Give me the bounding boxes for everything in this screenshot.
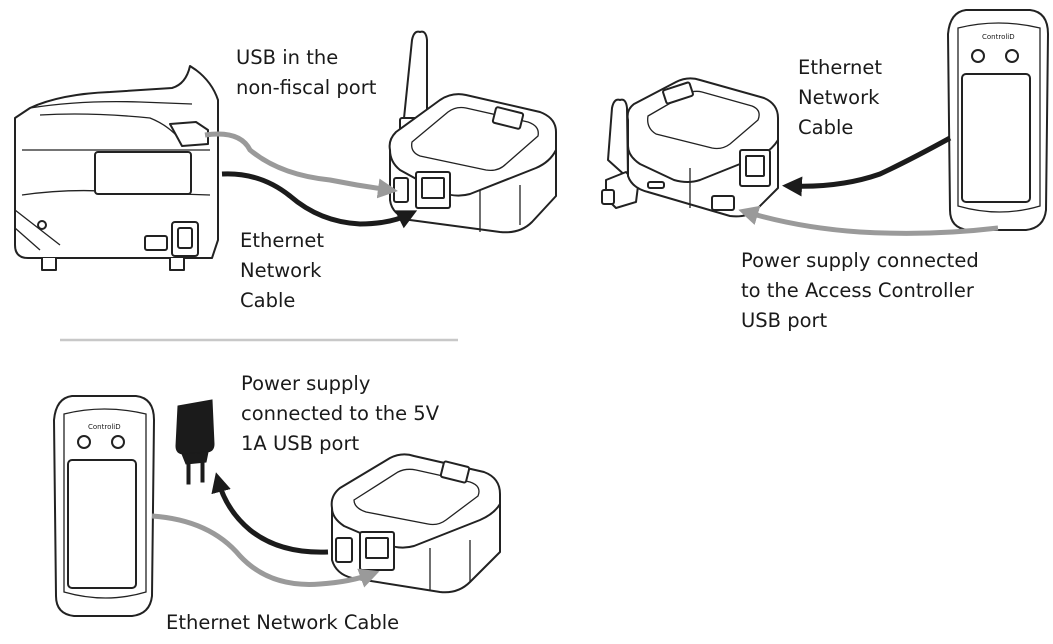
label-ethernet-top-left: Ethernet Network Cable bbox=[240, 226, 324, 316]
label-ethernet-bottom: Ethernet Network Cable bbox=[166, 611, 400, 634]
label-line: to the Access Controller bbox=[741, 279, 974, 302]
label-usb-nonfiscal: USB in the non-fiscal port bbox=[236, 43, 376, 103]
label-line: connected to the 5V bbox=[241, 402, 440, 425]
label-line: USB in the bbox=[236, 46, 339, 69]
power-cable-top-right bbox=[738, 205, 999, 236]
label-line: Ethernet bbox=[240, 229, 324, 252]
usb-cable bbox=[204, 131, 398, 199]
label-line: Power supply connected bbox=[741, 249, 979, 272]
ethernet-cable-bottom bbox=[151, 513, 380, 588]
label-line: Cable bbox=[798, 116, 854, 139]
hub-device-icon bbox=[388, 30, 557, 234]
label-line: Network bbox=[240, 259, 322, 282]
label-line: Cable bbox=[240, 289, 296, 312]
label-line: Ethernet bbox=[798, 56, 882, 79]
access-controller-bottom-icon bbox=[53, 395, 155, 617]
power-adapter-icon bbox=[175, 399, 215, 485]
label-line: Power supply bbox=[241, 372, 371, 395]
hub-device-bottom-icon bbox=[330, 453, 501, 594]
label-power-5v: Power supply connected to the 5V 1A USB … bbox=[241, 369, 439, 459]
printer-icon bbox=[14, 65, 219, 271]
label-line: non-fiscal port bbox=[236, 76, 377, 99]
ethernet-cable-top-right bbox=[782, 135, 952, 197]
hub-device-antenna-icon bbox=[601, 77, 779, 218]
label-line: Network bbox=[798, 86, 880, 109]
power-cable-bottom bbox=[211, 472, 329, 555]
ethernet-cable-top-left bbox=[221, 171, 418, 229]
label-line: 1A USB port bbox=[241, 432, 360, 455]
access-controller-icon bbox=[947, 9, 1049, 231]
label-power-access-controller: Power supply connected to the Access Con… bbox=[741, 246, 979, 336]
label-ethernet-top-right: Ethernet Network Cable bbox=[798, 53, 882, 143]
label-line: USB port bbox=[741, 309, 828, 332]
brand-logo-bottom: ControliD bbox=[88, 423, 121, 431]
brand-logo-top: ControliD bbox=[982, 33, 1015, 41]
